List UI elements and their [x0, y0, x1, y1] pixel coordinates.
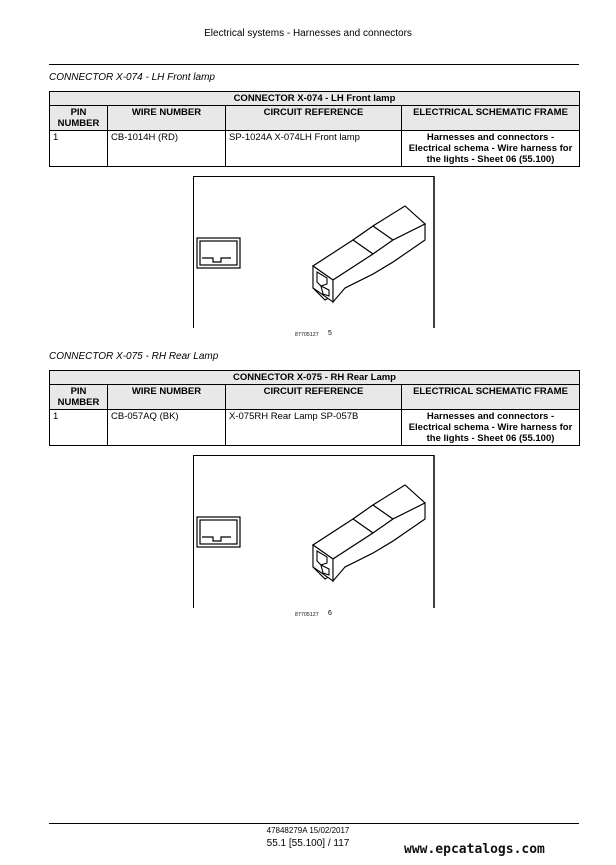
col-circuit-reference: CIRCUIT REFERENCE: [225, 105, 402, 131]
cell-circuit: SP-1024A X-074LH Front lamp: [225, 130, 402, 167]
cell-pin: 1: [49, 409, 108, 446]
cell-frame-link[interactable]: Harnesses and connectors - Electrical sc…: [401, 130, 580, 167]
connector-drawing: [193, 455, 435, 608]
col-pin-number: PIN NUMBER: [49, 105, 108, 131]
cell-wire: CB-1014H (RD): [107, 130, 226, 167]
connector-table-x074: CONNECTOR X-074 - LH Front lamp PIN NUMB…: [49, 91, 580, 167]
cell-wire: CB-057AQ (BK): [107, 409, 226, 446]
connector-figure-x075: [193, 455, 435, 608]
figure-number: 6: [328, 610, 332, 617]
cell-circuit: X-075RH Rear Lamp SP-057B: [225, 409, 402, 446]
footer-rule: [49, 823, 579, 824]
cell-frame-link[interactable]: Harnesses and connectors - Electrical sc…: [400, 409, 581, 446]
connector-figure-x074: [193, 176, 435, 328]
figure-code: 87705127: [295, 332, 319, 338]
watermark: www.epcatalogs.com: [404, 842, 545, 857]
table-row: 1 CB-1014H (RD) SP-1024A X-074LH Front l…: [49, 130, 580, 167]
table-caption: CONNECTOR X-074 - LH Front lamp: [49, 91, 580, 106]
col-circuit-reference: CIRCUIT REFERENCE: [225, 384, 402, 410]
col-schematic-frame: ELECTRICAL SCHEMATIC FRAME: [400, 384, 581, 410]
connector-drawing: [193, 176, 435, 328]
figure-code: 87705127: [295, 612, 319, 618]
table-caption: CONNECTOR X-075 - RH Rear Lamp: [48, 370, 581, 385]
footer-page-ref: 55.1 [55.100] / 117: [266, 838, 350, 849]
col-schematic-frame: ELECTRICAL SCHEMATIC FRAME: [401, 105, 580, 131]
col-wire-number: WIRE NUMBER: [107, 105, 226, 131]
table-row: 1 CB-057AQ (BK) X-075RH Rear Lamp SP-057…: [49, 409, 581, 446]
header-rule: [49, 64, 579, 65]
figure-number: 5: [328, 330, 332, 337]
page-header: Electrical systems - Harnesses and conne…: [204, 28, 412, 39]
section-title-x074: CONNECTOR X-074 - LH Front lamp: [49, 72, 215, 83]
connector-table-x075: CONNECTOR X-075 - RH Rear Lamp PIN NUMBE…: [48, 370, 581, 446]
section-title-x075: CONNECTOR X-075 - RH Rear Lamp: [49, 351, 219, 362]
footer-doc-ref: 47848279A 15/02/2017: [266, 826, 350, 835]
cell-pin: 1: [49, 130, 108, 167]
col-wire-number: WIRE NUMBER: [107, 384, 226, 410]
col-pin-number: PIN NUMBER: [49, 384, 108, 410]
